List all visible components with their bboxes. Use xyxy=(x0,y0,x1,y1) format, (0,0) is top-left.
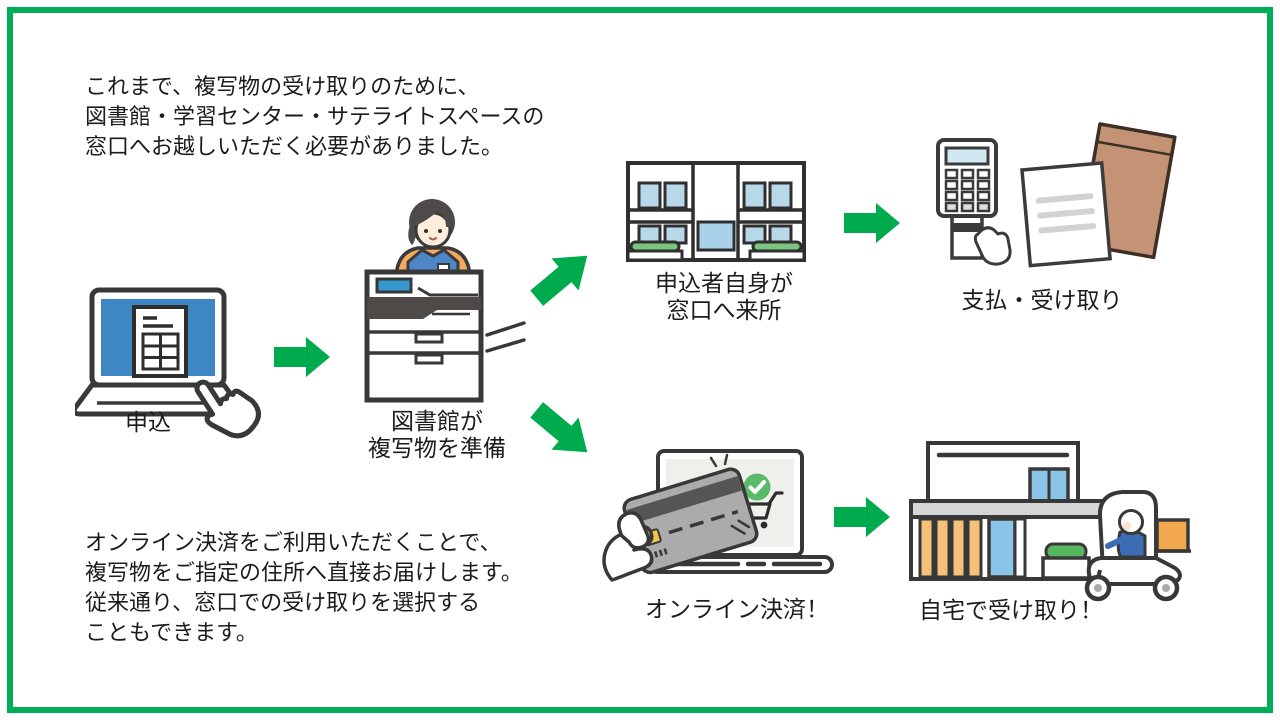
laptop-application-icon xyxy=(75,287,261,439)
holding-hand-icon xyxy=(602,511,654,582)
arrow-right-icon xyxy=(834,497,890,537)
outro-line: オンライン決済をご利用いただくことで、 xyxy=(85,530,502,555)
intro-line: これまで、複写物の受け取りのために、 xyxy=(85,74,480,99)
pay-pickup-step-label: 支払・受け取り xyxy=(961,287,1123,313)
building-windows-icon xyxy=(637,181,793,245)
card-terminal-icon xyxy=(936,138,1012,266)
document-icon xyxy=(1020,161,1112,268)
house-delivery-scooter-icon xyxy=(909,441,1191,602)
drawer-handle-icon xyxy=(414,353,444,365)
arrow-right-icon xyxy=(274,337,330,377)
house-icon xyxy=(909,441,1105,581)
outro-text: オンライン決済をご利用いただくことで、 複写物をご指定の住所へ直接お届けします。… xyxy=(85,528,523,648)
delivery-scooter-icon xyxy=(1084,490,1191,602)
entrance-door-icon xyxy=(696,220,736,252)
visit-step-label: 申込者自身が 窓口へ来所 xyxy=(634,270,814,324)
copier-panel-icon xyxy=(375,277,413,294)
outro-line: 従来通り、窓口での受け取りを選択する xyxy=(85,590,481,615)
arrow-right-icon xyxy=(844,203,900,243)
online-payment-step-label: オンライン決済！ xyxy=(645,596,829,622)
inserting-hand-icon xyxy=(973,226,1012,266)
planter-icon xyxy=(1041,556,1091,580)
visit-step-label-line2: 窓口へ来所 xyxy=(666,297,782,323)
visit-step-label-line1: 申込者自身が xyxy=(655,270,793,296)
apply-step-label: 申込 xyxy=(125,409,171,435)
prepare-step-label-line1: 図書館が xyxy=(391,408,483,434)
check-circle-icon xyxy=(743,473,771,501)
arrow-down-right-icon xyxy=(530,402,588,453)
library-building-icon xyxy=(626,161,806,262)
home-delivery-step-label: 自宅で受け取り！ xyxy=(919,597,1103,623)
house-window-icon xyxy=(987,517,1017,579)
drawer-handle-icon xyxy=(414,332,444,344)
copier-icon xyxy=(364,269,526,403)
outro-line: 複写物をご指定の住所へ直接お届けします。 xyxy=(85,560,523,585)
intro-line: 窓口へお越しいただく必要がありました。 xyxy=(85,134,504,159)
paper-output-lines-icon xyxy=(485,321,526,353)
scooter-wheels-icon xyxy=(1084,574,1180,602)
payment-terminal-package-icon xyxy=(936,122,1177,268)
hedge-icon xyxy=(626,240,806,262)
prepare-step-label: 図書館が 複写物を準備 xyxy=(347,408,527,462)
credit-card-icon xyxy=(622,467,759,575)
intro-line: 図書館・学習センター・サテライトスペースの xyxy=(85,104,545,129)
pointing-hand-icon xyxy=(194,379,261,439)
prepare-step-label-line2: 複写物を準備 xyxy=(368,435,506,461)
delivery-box-icon xyxy=(1155,518,1190,553)
sparkle-icon xyxy=(709,453,729,468)
librarian-copier-icon xyxy=(364,199,526,403)
outro-line: こともできます。 xyxy=(85,620,258,645)
arrow-up-right-icon xyxy=(530,255,588,306)
intro-text: これまで、複写物の受け取りのために、 図書館・学習センター・サテライトスペースの… xyxy=(85,72,544,162)
librarian-avatar xyxy=(394,199,472,282)
orange-slats-icon xyxy=(918,517,983,579)
name-tag-icon xyxy=(437,263,450,271)
credit-card-checkout-icon xyxy=(602,449,834,582)
